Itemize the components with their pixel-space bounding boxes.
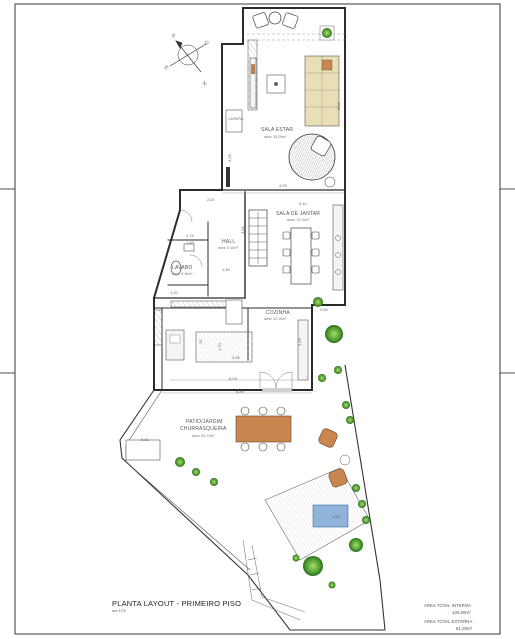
room-area-sala-estar: área: 35,26m²: [264, 135, 287, 139]
balcony-chair-2: [282, 12, 299, 29]
room-area-hall: área: 9,40m²: [218, 246, 239, 250]
ramp: [242, 539, 306, 621]
plant-dining: [313, 297, 323, 307]
staircase: [248, 209, 268, 267]
dim-081: 0,81: [141, 437, 149, 442]
dim-216: 2,16: [296, 338, 302, 346]
walls: [152, 7, 346, 391]
dim-325: 3,25: [226, 154, 232, 162]
dim-510: 5,10: [299, 201, 307, 206]
compass-icon: [169, 40, 207, 73]
tv-unit: [249, 57, 257, 109]
dim-254: 2,54: [320, 307, 328, 312]
dim-603: 6,03: [229, 376, 237, 381]
pool: [312, 504, 349, 528]
sheet-scale: esc 1/75: [112, 609, 126, 613]
area-interna-value: 100,60m²: [452, 610, 471, 615]
room-label-hall: HALL: [222, 239, 236, 245]
dim-143: 1,43: [186, 240, 194, 245]
dim-493: 4,93: [279, 183, 287, 188]
bbq-counter: [125, 439, 161, 461]
dim-174: 1,74: [186, 233, 194, 238]
area-externa-label: AREA TOTAL EXTERNA: [424, 619, 473, 624]
sheet-frame: [14, 3, 501, 635]
dim-140: 1,40: [222, 267, 230, 272]
balcony-chair-1: [252, 12, 269, 29]
hatched-wall-2: [153, 309, 163, 346]
area-interna-label: AREA TOTAL INTERNA: [424, 603, 471, 608]
site-boundary: [119, 364, 386, 631]
room-area-patio: área: 63,71m²: [192, 434, 215, 438]
dim-052: ,52: [197, 339, 203, 345]
room-label-cozinha: COZINHA: [266, 310, 290, 316]
room-area-sala-jantar: área: 13,10m²: [287, 218, 310, 222]
dim-170: 1,70: [216, 343, 222, 351]
round-rug: [288, 133, 336, 188]
dim-600: 6,00: [335, 102, 341, 110]
room-label-churrasqueira: CHURRASQUEIRA: [180, 426, 227, 432]
dim-041: 0,41: [250, 66, 256, 74]
dim-120: 1,20: [170, 290, 178, 295]
room-label-sala-estar: SALA ESTAR: [261, 127, 294, 133]
patio-table: [235, 415, 292, 443]
kitchen-island: [195, 331, 253, 363]
room-label-patio: PATIO/JARDIM: [186, 419, 223, 425]
patio-chairs: [240, 406, 286, 452]
fireplace: [225, 109, 243, 187]
room-label-sala-jantar: SALA DE JANTAR: [276, 211, 321, 217]
dining-table: [290, 227, 312, 285]
room-area-lavabo: área: 3,16m²: [172, 272, 193, 276]
dining-table-group: [282, 227, 320, 285]
dim-341: 3,41: [239, 226, 245, 234]
sofa-group: [266, 55, 340, 127]
dimension-lines: [162, 192, 345, 394]
dim-328: 3,28: [232, 355, 240, 360]
hall-door-arc: [179, 209, 193, 223]
lavabo-fixtures: [170, 243, 203, 276]
room-label-lareira: LAREIRA: [228, 117, 244, 121]
balcony: [247, 11, 345, 41]
plants: [175, 325, 370, 589]
kitchen-window: [261, 388, 293, 392]
sheet-title: PLANTA LAYOUT - PRIMEIRO PISO: [112, 599, 242, 608]
dim-689: 6,89: [236, 389, 244, 394]
room-label-lavabo: LAVABO: [172, 265, 193, 271]
sideboard: [332, 204, 344, 291]
outdoor-lounge: [318, 428, 351, 488]
dim-287: 2,87: [207, 197, 215, 202]
room-area-cozinha: área: 20,10m²: [264, 317, 287, 321]
dim-150: 1,50: [332, 514, 340, 519]
armchair: [310, 135, 332, 157]
side-table: [321, 59, 333, 71]
inner-boundary: [125, 389, 251, 571]
area-externa-value: 81,20m²: [456, 626, 473, 631]
kitchen: [165, 299, 309, 392]
